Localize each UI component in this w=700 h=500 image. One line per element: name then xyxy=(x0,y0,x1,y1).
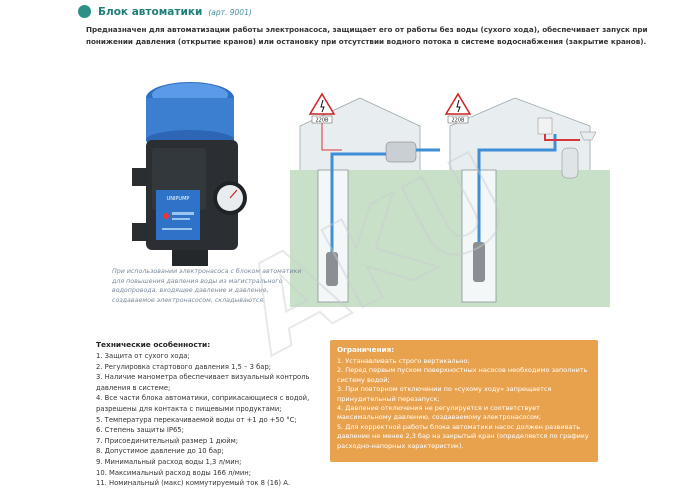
list-item: 8. Допустимое давление до 10 бар; xyxy=(96,447,224,456)
voltage-label-left: 220В xyxy=(316,118,330,124)
installation-schemes-image: 220В 220В xyxy=(290,92,610,307)
limitations-title: Ограничения: xyxy=(337,345,395,354)
list-item: 5. Температура перекачиваемой воды от +1… xyxy=(96,415,297,424)
list-item: 10. Максимальный расход воды 166 л/мин; xyxy=(96,468,251,477)
page-title: Блок автоматики xyxy=(98,6,203,18)
article-number: (арт. 9001) xyxy=(208,7,252,17)
list-item: 5. Для корректной работы блока автоматик… xyxy=(337,422,589,450)
usage-caption: При использовании электронасоса с блоком… xyxy=(112,268,302,304)
list-item: 4. Давление отключения не регулируется и… xyxy=(337,404,542,422)
intro-paragraph: Предназначен для автоматизации работы эл… xyxy=(86,25,648,46)
list-item: 6. Степень защиты IP65; xyxy=(96,426,184,435)
technical-features-list: 1. Защита от сухого хода; 2. Регулировка… xyxy=(96,351,346,489)
list-item: 9. Минимальный расход воды 1,3 л/мин; xyxy=(96,457,242,466)
device-brand-label: UNIPUMP xyxy=(167,196,190,202)
voltage-label-right: 220В xyxy=(452,118,466,124)
list-item: 3. Наличие манометра обеспечивает визуал… xyxy=(96,373,310,392)
technical-features: Технические особенности: 1. Защита от су… xyxy=(96,340,346,489)
list-item: 3. При повторном отключении по «сухому х… xyxy=(337,385,552,403)
bullet-dot-icon xyxy=(78,5,91,18)
list-item: 1. Защита от сухого хода; xyxy=(96,352,190,360)
section-header: Блок автоматики (арт. 9001) xyxy=(78,4,252,20)
list-item: 7. Присоединительный размер 1 дюйм; xyxy=(96,436,239,445)
limitations-list: 1. Устанавливать строго вертикально; 2. … xyxy=(337,357,591,451)
pressure-control-unit-image: UNIPUMP xyxy=(132,82,247,266)
technical-features-title: Технические особенности: xyxy=(96,340,211,349)
list-item: 4. Все части блока автоматики, соприкаса… xyxy=(96,394,310,413)
list-item: 2. Регулировка стартового давления 1,5 –… xyxy=(96,362,272,371)
list-item: 1. Устанавливать строго вертикально; xyxy=(337,357,470,365)
list-item: 2. Перед первым пуском поверхностных нас… xyxy=(337,366,588,384)
limitations-box: Ограничения: 1. Устанавливать строго вер… xyxy=(330,340,598,462)
list-item: 11. Номинальный (макс) коммутируемый ток… xyxy=(96,479,291,488)
